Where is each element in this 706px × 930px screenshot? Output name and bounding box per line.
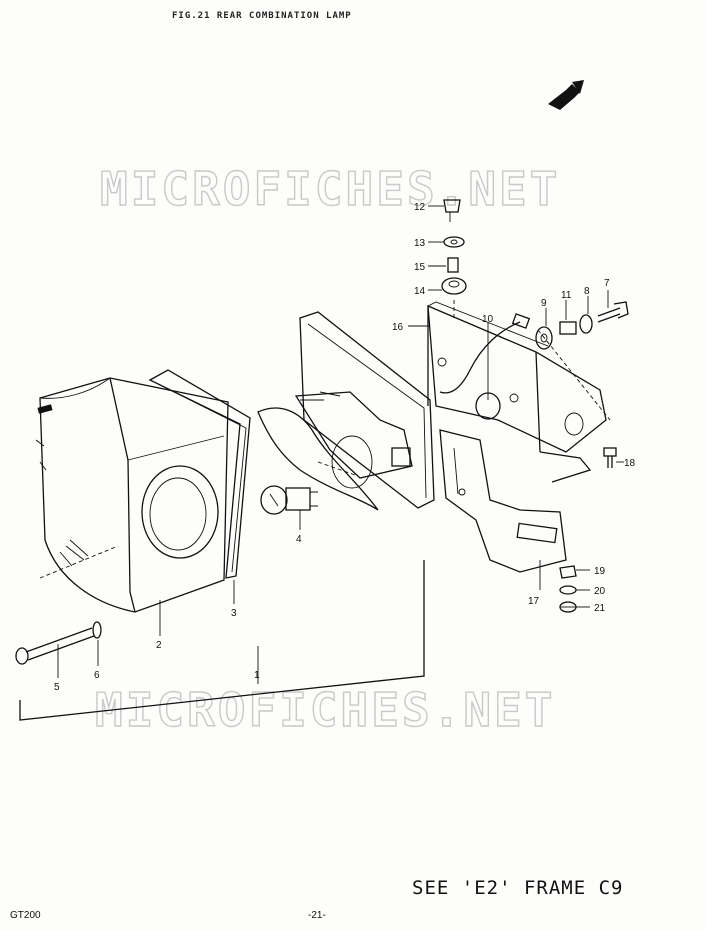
callout-6: 6 bbox=[94, 670, 100, 681]
callout-8: 8 bbox=[584, 286, 590, 297]
callout-1: 1 bbox=[254, 670, 260, 681]
hardware-stack-side bbox=[535, 301, 629, 350]
bulb bbox=[260, 485, 318, 515]
lamp-housing bbox=[35, 377, 229, 613]
mounting-bracket bbox=[427, 301, 611, 453]
lens-gasket bbox=[148, 369, 251, 579]
callout-16: 16 bbox=[392, 322, 404, 333]
screw-18 bbox=[603, 447, 617, 468]
washer-6 bbox=[92, 621, 102, 639]
watermark-top: MICROFICHES.NET bbox=[100, 162, 560, 216]
callout-3: 3 bbox=[231, 608, 237, 619]
callout-4: 4 bbox=[296, 534, 302, 545]
assembly-group-bracket bbox=[19, 560, 425, 721]
wire-connector bbox=[511, 313, 531, 329]
callout-12: 12 bbox=[414, 202, 426, 213]
callout-labels: 12 13 15 14 16 10 9 11 8 7 18 19 20 21 1… bbox=[54, 202, 636, 693]
base-gasket bbox=[299, 311, 435, 509]
page-number: -21- bbox=[308, 910, 326, 921]
figure-header: FIG.21 REAR COMBINATION LAMP bbox=[172, 11, 352, 21]
front-arrow-icon bbox=[548, 80, 584, 110]
bolt-5 bbox=[15, 627, 95, 665]
callout-5: 5 bbox=[54, 682, 60, 693]
callout-7: 7 bbox=[604, 278, 610, 289]
hardware-stack-top bbox=[441, 199, 467, 320]
callout-10: 10 bbox=[482, 314, 494, 325]
callout-17: 17 bbox=[528, 596, 540, 607]
socket-assembly bbox=[257, 391, 413, 511]
callout-19: 19 bbox=[594, 566, 606, 577]
callout-13: 13 bbox=[414, 238, 426, 249]
callout-11: 11 bbox=[561, 290, 572, 301]
callout-21: 21 bbox=[594, 603, 606, 614]
lamp-wire bbox=[439, 321, 521, 394]
guide-line-lamp bbox=[39, 545, 119, 579]
license-bracket bbox=[439, 429, 592, 573]
model-code: GT200 bbox=[10, 910, 41, 921]
nut-stack bbox=[559, 565, 577, 613]
frame-reference-note: SEE 'E2' FRAME C9 bbox=[412, 877, 623, 899]
callout-14: 14 bbox=[414, 286, 426, 297]
callout-2: 2 bbox=[156, 640, 162, 651]
callout-15: 15 bbox=[414, 262, 426, 273]
callout-9: 9 bbox=[541, 298, 547, 309]
guide-line-socket bbox=[317, 461, 359, 477]
callout-18: 18 bbox=[624, 458, 636, 469]
callout-20: 20 bbox=[594, 586, 606, 597]
watermark-bottom: MICROFICHES.NET bbox=[95, 683, 555, 737]
leader-lines bbox=[57, 205, 624, 678]
